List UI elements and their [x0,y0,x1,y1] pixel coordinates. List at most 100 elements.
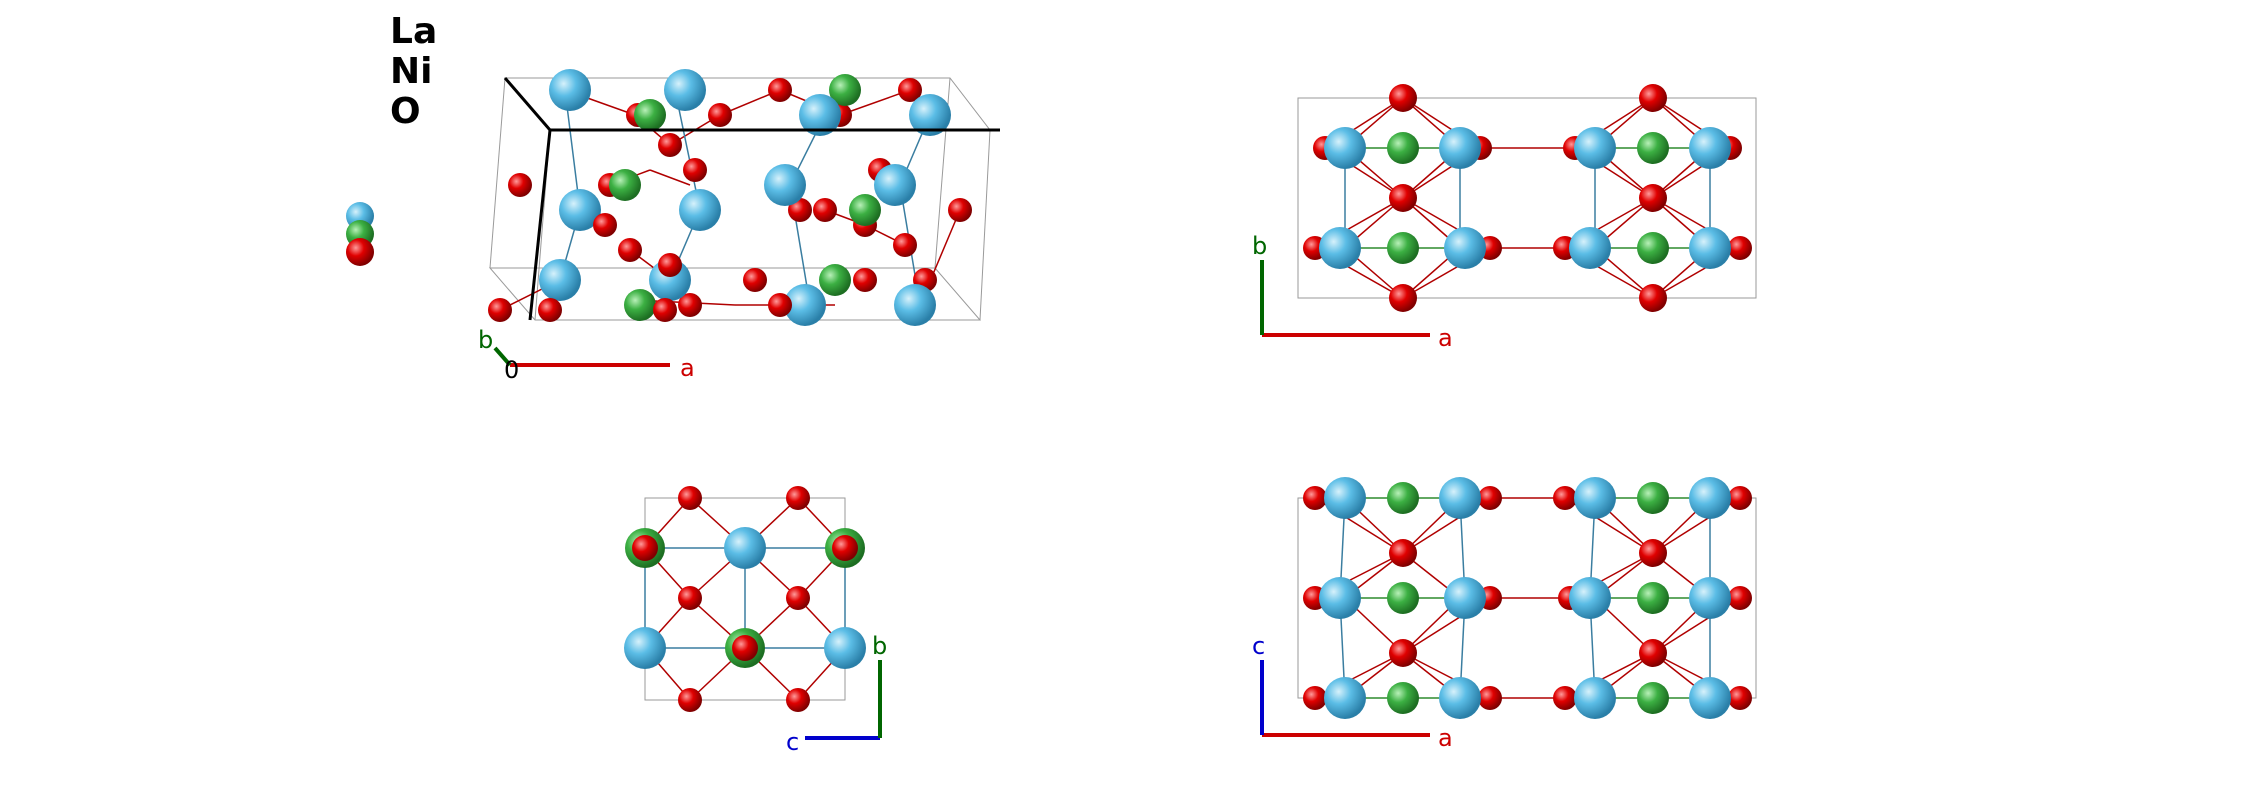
legend-label-la: La [390,11,438,52]
la-atom [824,627,866,669]
o-atom [786,586,810,610]
o-atom [1389,184,1417,212]
axis-a-label: a [1438,724,1453,752]
atoms [1303,477,1752,719]
o-atom [1728,586,1752,610]
o-atom [1639,284,1667,312]
la-atom [1574,127,1616,169]
axis-a-label: a [680,354,695,382]
o-atom [1389,284,1417,312]
axis-indicator: a b [1252,232,1453,352]
la-atom [1444,227,1486,269]
ni-atom [1387,132,1419,164]
o-atom [743,268,767,292]
la-atom [549,69,591,111]
la-atom [1689,677,1731,719]
o-atom [786,688,810,712]
o-atom [632,535,658,561]
la-atom [664,69,706,111]
o-atom [853,268,877,292]
o-atom [708,103,732,127]
legend-label-ni: Ni [390,51,433,92]
atoms [1303,84,1752,312]
axis-b-label: b [872,632,887,660]
ni-atom [1637,132,1669,164]
la-atom [784,284,826,326]
bonds [1314,497,1741,699]
la-atom [539,259,581,301]
o-atom [1389,84,1417,112]
o-atom [1553,686,1577,710]
o-atom [1728,486,1752,510]
ni-atom [849,194,881,226]
o-atom [1728,686,1752,710]
o-atom [678,688,702,712]
legend-label-o: O [390,91,421,132]
o-atom [1389,639,1417,667]
la-atom [894,284,936,326]
view-along-b-panel: a c [1252,477,1757,752]
o-atom [1303,686,1327,710]
o-atom [618,238,642,262]
ni-atom [1387,482,1419,514]
la-atom [799,94,841,136]
ni-atom [1387,682,1419,714]
la-atom [624,627,666,669]
cell-front-edges [503,77,1000,321]
la-atom [1319,577,1361,619]
la-atom [1324,127,1366,169]
la-atom [909,94,951,136]
la-atom [1324,477,1366,519]
la-atom [1569,227,1611,269]
la-atom [1689,127,1731,169]
view-along-c-panel: a b [1252,84,1757,352]
la-atom [1324,677,1366,719]
axis-b-line [493,346,512,367]
o-atom [768,293,792,317]
o-atom [683,158,707,182]
legend-swatches [346,202,374,266]
o-atom [1553,486,1577,510]
ni-atom [1637,682,1669,714]
o-atom [786,486,810,510]
o-atom [653,298,677,322]
o-atom [678,586,702,610]
la-atom [874,164,916,206]
bonds [1314,97,1741,299]
view-along-a-panel: c b [624,486,887,756]
ni-atom [1637,582,1669,614]
la-atom [1569,577,1611,619]
o-atom [1303,486,1327,510]
o-atom [488,298,512,322]
la-atom [1444,577,1486,619]
o-atom [813,198,837,222]
o-atom [678,293,702,317]
axis-b-label: b [478,326,493,354]
axis-indicator: a c [1252,632,1453,752]
axis-a-label: a [1438,324,1453,352]
o-atom [658,253,682,277]
la-atom [559,189,601,231]
ni-atom [609,169,641,201]
o-atom [1478,486,1502,510]
ni-atom [819,264,851,296]
la-atom [679,189,721,231]
o-atom [538,298,562,322]
o-atom [1728,236,1752,260]
ni-atom [1387,582,1419,614]
la-atom [1689,577,1731,619]
o-atom [1478,686,1502,710]
la-atom [1439,127,1481,169]
la-atom [1689,477,1731,519]
o-atom [768,78,792,102]
o-atom [1639,639,1667,667]
la-atom [1319,227,1361,269]
o-atom [1639,184,1667,212]
axis-c-label: c [786,728,799,756]
la-atom [1439,477,1481,519]
o-atom [508,173,532,197]
o-atom [898,78,922,102]
ni-atom [1387,232,1419,264]
ni-atom [1637,482,1669,514]
